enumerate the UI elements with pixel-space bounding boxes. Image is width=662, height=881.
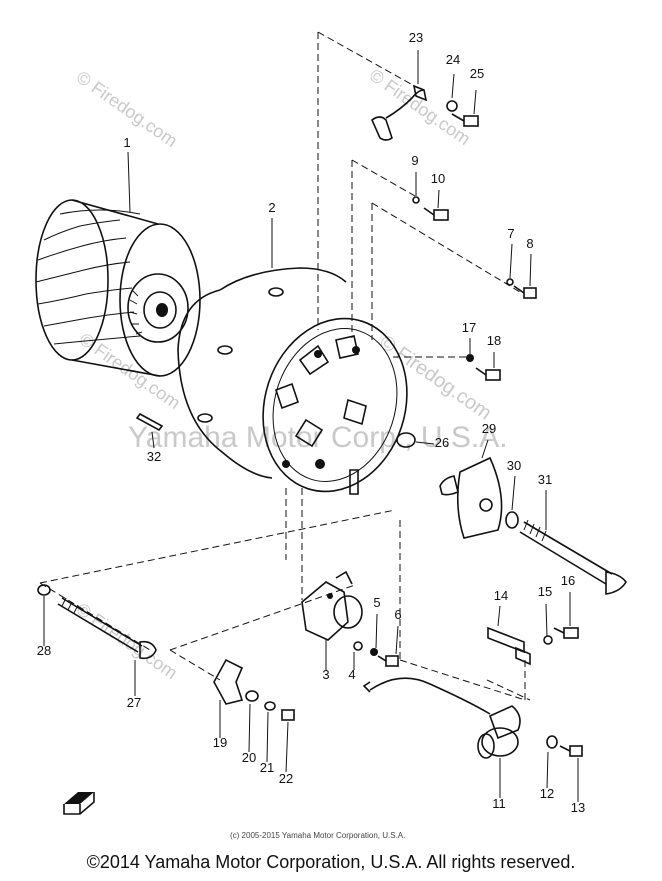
part-number-13: 13 [571,800,585,815]
part-number-32: 32 [147,449,161,464]
part-number-27: 27 [127,695,141,710]
part-number-1: 1 [123,135,130,150]
part-number-23: 23 [409,30,423,45]
part-number-3: 3 [322,667,329,682]
part-number-15: 15 [538,584,552,599]
small-copyright-text: (c) 2005-2015 Yamaha Motor Corporation, … [230,831,405,840]
bearing-cover [439,439,503,539]
part-number-16: 16 [561,573,575,588]
part-number-14: 14 [494,588,508,603]
part-number-2: 2 [268,200,275,215]
part-number-25: 25 [470,66,484,81]
part-number-29: 29 [482,421,496,436]
part-number-6: 6 [394,607,401,622]
stator-housing [177,218,408,495]
part-number-4: 4 [348,667,355,682]
o-ring [396,432,435,448]
part-number-20: 20 [242,750,256,765]
part-number-18: 18 [487,333,501,348]
rotor-flywheel [35,151,201,377]
watermark-text: © Firedog.com [366,65,474,149]
part-number-7: 7 [507,226,514,241]
terminal-lead [487,592,579,666]
part-number-28: 28 [37,643,51,658]
front-arrow-icon [63,792,95,815]
contact-plate [213,658,295,773]
part-number-19: 19 [213,735,227,750]
screws-upper [412,172,537,381]
cutout-relay [362,677,583,802]
part-number-8: 8 [526,236,533,251]
copyright-footer: ©2014 Yamaha Motor Corporation, U.S.A. A… [86,852,576,872]
woodruff-key [135,412,164,449]
assembly-lines [39,31,531,701]
part-number-17: 17 [462,320,476,335]
lead-clamp [371,50,479,141]
part-number-11: 11 [492,796,506,811]
part-number-12: 12 [540,786,554,801]
part-number-9: 9 [411,153,418,168]
watermark-layer: © Firedog.com © Firedog.com © Firedog.co… [73,65,508,683]
part-number-26: 26 [435,435,449,450]
through-bolt-left [37,584,157,696]
part-number-24: 24 [446,52,460,67]
part-number-5: 5 [373,595,380,610]
part-number-30: 30 [507,458,521,473]
part-number-21: 21 [260,760,274,775]
brush-holder [301,570,399,670]
watermark-text: © Firedog.com [73,599,181,683]
part-number-22: 22 [279,771,293,786]
through-bolt-right [505,475,627,595]
part-number-10: 10 [431,171,445,186]
part-number-31: 31 [538,472,552,487]
